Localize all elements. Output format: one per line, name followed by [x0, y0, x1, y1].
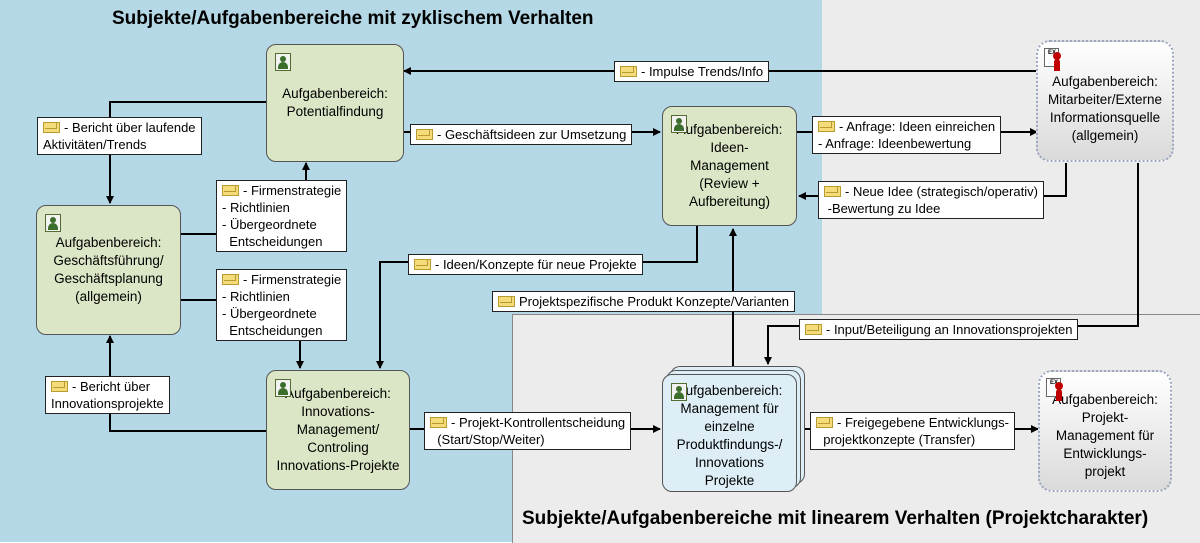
message-bericht-innovation: - Bericht über Innovationsprojekte: [45, 376, 170, 414]
node-label: Aufgabenbereich: Ideen-Management (Revie…: [676, 122, 783, 209]
node-externe-informationsquelle: EX Aufgabenbereich: Mitarbeiter/Externe …: [1036, 40, 1174, 162]
envelope-icon: [805, 324, 822, 335]
node-label: Aufgabenbereich: Potentialfindung: [282, 86, 388, 119]
message-anfrage: - Anfrage: Ideen einreichen - Anfrage: I…: [812, 116, 1002, 154]
envelope-icon: [416, 129, 433, 140]
node-ideen-management: Aufgabenbereich: Ideen-Management (Revie…: [662, 106, 797, 226]
node-label: Aufgabenbereich: Innovations- Management…: [276, 386, 400, 473]
message-projektspezifisch: Projektspezifische Produkt Konzepte/Vari…: [492, 291, 796, 312]
message-strategie-innovation: - Firmenstrategie - Richtlinien - Überge…: [216, 269, 348, 341]
envelope-icon: [498, 296, 515, 307]
edge-bericht-innov: [106, 335, 266, 432]
node-label: Aufgabenbereich: Management für einzelne…: [676, 383, 783, 488]
role-icon: [275, 379, 291, 397]
message-freigegeben: - Freigegebene Entwicklungs- projektkonz…: [810, 412, 1015, 450]
role-icon: [275, 53, 291, 71]
envelope-icon: [222, 185, 239, 196]
linear-region-title: Subjekte/Aufgabenbereiche mit linearem V…: [522, 508, 1149, 529]
node-geschaeftsfuehrung: Aufgabenbereich: Geschäftsführung/ Gesch…: [36, 205, 181, 335]
envelope-icon: [818, 121, 835, 132]
message-input: - Input/Beteiligung an Innovationsprojek…: [799, 319, 1079, 340]
role-icon: [671, 383, 687, 401]
envelope-icon: [43, 122, 60, 133]
envelope-icon: [824, 186, 841, 197]
message-neue-idee: - Neue Idee (strategisch/operativ) -Bewe…: [818, 181, 1044, 219]
node-potentialfindung: Aufgabenbereich: Potentialfindung: [266, 44, 404, 162]
external-person-icon: EX: [1046, 378, 1064, 401]
node-label: Aufgabenbereich: Projekt- Management für…: [1052, 392, 1158, 479]
message-impulse: - Impulse Trends/Info: [614, 61, 770, 82]
message-ideen-konzepte: - Ideen/Konzepte für neue Projekte: [408, 254, 643, 275]
envelope-icon: [51, 381, 68, 392]
node-label: Aufgabenbereich: Geschäftsführung/ Gesch…: [53, 235, 164, 304]
envelope-icon: [620, 66, 637, 77]
message-geschaeftsideen: - Geschäftsideen zur Umsetzung: [410, 124, 633, 145]
node-innovations-management: Aufgabenbereich: Innovations- Management…: [266, 370, 410, 490]
node-entwicklungsprojekt: EX Aufgabenbereich: Projekt- Management …: [1038, 370, 1172, 492]
edge-bericht-laufend: [106, 101, 268, 204]
envelope-icon: [430, 417, 447, 428]
external-person-icon: EX: [1044, 48, 1062, 71]
envelope-icon: [414, 259, 431, 270]
node-projekt-management-innovation: Aufgabenbereich: Management für einzelne…: [662, 374, 797, 492]
message-strategie-potential: - Firmenstrategie - Richtlinien - Überge…: [216, 180, 348, 252]
message-bericht-laufend: - Bericht über laufende Aktivitäten/Tren…: [37, 117, 202, 155]
node-label: Aufgabenbereich: Mitarbeiter/Externe Inf…: [1047, 74, 1163, 143]
envelope-icon: [816, 417, 833, 428]
cyclic-region-title: Subjekte/Aufgabenbereiche mit zyklischem…: [112, 8, 594, 29]
envelope-icon: [222, 274, 239, 285]
role-icon: [45, 214, 61, 232]
message-kontrollentscheidung: - Projekt-Kontrollentscheidung (Start/St…: [424, 412, 632, 450]
role-icon: [671, 115, 687, 133]
